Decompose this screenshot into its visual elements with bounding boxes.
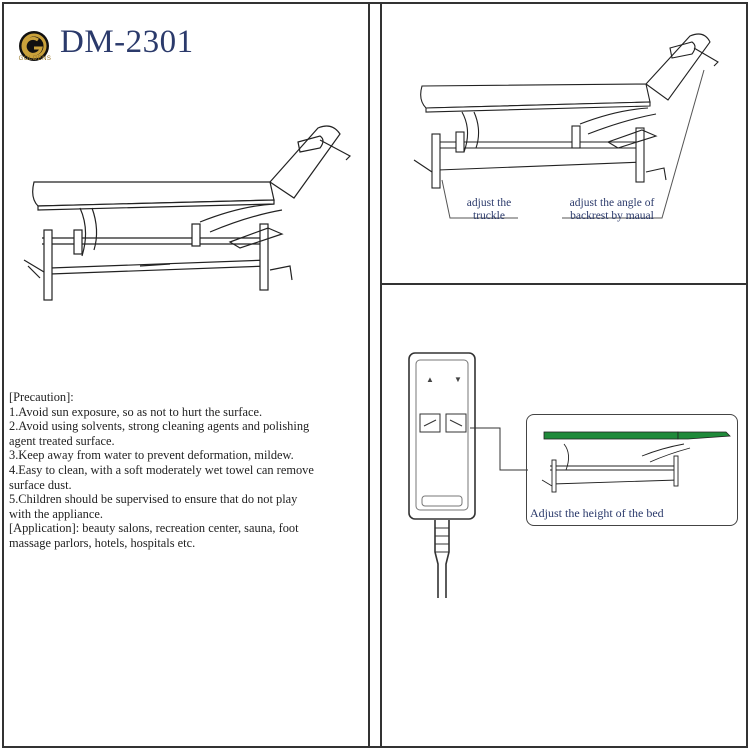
model-title: DM-2301: [60, 24, 194, 60]
precaution-line: with the appliance.: [9, 506, 103, 521]
precaution-text: [Precaution]: 1.Avoid sun exposure, so a…: [9, 390, 361, 551]
bed-height-box: [526, 414, 738, 526]
horizontal-divider: [382, 283, 748, 285]
backrest-bed-illustration: [413, 33, 719, 219]
precaution-line: 2.Avoid using solvents, strong cleaning …: [9, 419, 310, 434]
precaution-line: massage parlors, hotels, hospitals etc.: [9, 535, 196, 550]
vertical-divider: [368, 2, 382, 748]
precaution-line: 3.Keep away from water to prevent deform…: [9, 448, 294, 463]
massage-bed-illustration: [23, 125, 351, 301]
precaution-line: [Application]: beauty salons, recreation…: [9, 521, 299, 536]
remote-down-button[interactable]: ▼: [454, 375, 462, 384]
precaution-line: 5.Children should be supervised to ensur…: [9, 492, 298, 507]
callout-truckle: adjust the truckle: [466, 197, 512, 222]
precaution-line: surface dust.: [9, 477, 72, 492]
remote-up-button[interactable]: ▲: [426, 375, 434, 384]
brand-name: GOLDENS: [18, 56, 52, 62]
precaution-line: 4.Easy to clean, with a soft moderately …: [9, 462, 314, 477]
goldens-logo-icon: [19, 31, 49, 61]
connector-line: [470, 427, 528, 471]
precaution-line: [Precaution]:: [9, 390, 74, 404]
remote-control-illustration: [408, 352, 476, 598]
callout-backrest: adjust the angle of backrest by maual: [569, 197, 655, 222]
precaution-line: 1.Avoid sun exposure, so as not to hurt …: [9, 404, 263, 419]
bed-height-illustration: [541, 431, 731, 493]
bed-height-caption: Adjust the height of the bed: [530, 506, 664, 520]
precaution-line: agent treated surface.: [9, 433, 115, 448]
